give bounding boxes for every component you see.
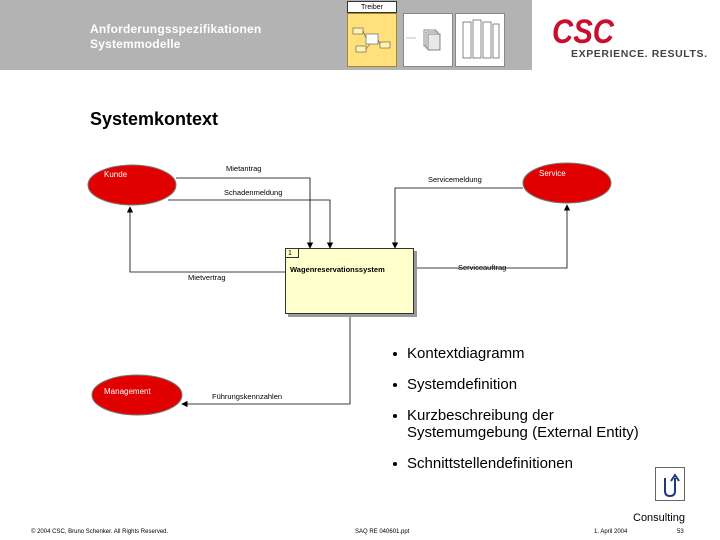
bullet-item: Systemdefinition xyxy=(393,376,639,393)
return-button[interactable] xyxy=(655,467,685,501)
flow-label-fuehrungskennzahlen: Führungskennzahlen xyxy=(212,392,283,401)
flow-label-schadenmeldung: Schadenmeldung xyxy=(224,188,283,197)
flow-servicemeldung xyxy=(391,187,523,249)
consulting-label: Consulting xyxy=(633,512,685,524)
binders-icon xyxy=(462,19,500,59)
footer-page-number: 53 xyxy=(677,529,684,535)
flow-fuehrungskennzahlen xyxy=(181,314,351,408)
actor-service-label: Service xyxy=(539,169,566,178)
header-title-line-1: Anforderungsspezifikationen xyxy=(90,22,262,36)
system-number: 1 xyxy=(285,248,299,258)
flow-schadenmeldung xyxy=(168,199,334,249)
flow-label-mietvertrag: Mietvertrag xyxy=(188,273,226,282)
system-name: Wagenreservationssystem xyxy=(290,265,385,274)
nav-thumbnail-3[interactable] xyxy=(455,13,505,67)
footer-date: 1. April 2004 xyxy=(594,529,628,535)
actor-kunde-ellipse xyxy=(87,164,177,206)
document-stack-icon xyxy=(406,29,441,51)
actor-kunde-label: Kunde xyxy=(104,170,128,179)
page-title: Systemkontext xyxy=(90,109,219,129)
header-title-line-2: Systemmodelle xyxy=(90,37,181,51)
nav-thumbnail-current[interactable] xyxy=(347,13,397,67)
actor-service-ellipse xyxy=(522,162,612,204)
flow-label-mietantrag: Mietantrag xyxy=(226,164,262,173)
csc-logo-icon: CSC xyxy=(552,13,614,51)
brand-slogan: EXPERIENCE. RESULTS. xyxy=(571,48,708,60)
bullet-dot-icon xyxy=(393,462,397,466)
flow-serviceauftrag xyxy=(414,204,571,269)
bullet-item: Schnittstellendefinitionen xyxy=(393,455,639,472)
system-box: 1 Wagenreservationssystem xyxy=(285,248,414,314)
bullet-dot-icon xyxy=(393,383,397,387)
csc-logo: CSC xyxy=(552,13,702,51)
actor-management-ellipse xyxy=(91,374,183,416)
footer-document: SAQ RE 040601.ppt xyxy=(355,529,410,535)
footer-copyright: © 2004 CSC, Bruno Schenker. All Rights R… xyxy=(31,529,169,535)
diagram-thumbnail-icon xyxy=(352,27,391,53)
flow-mietvertrag xyxy=(126,206,285,273)
nav-thumbnail-2[interactable] xyxy=(403,13,453,67)
flow-mietantrag xyxy=(176,177,314,249)
treiber-label[interactable]: Treiber xyxy=(347,1,397,13)
logo-area xyxy=(532,0,720,70)
bullet-list: Kontextdiagramm Systemdefinition Kurzbes… xyxy=(393,345,639,486)
bullet-item: Kontextdiagramm xyxy=(393,345,639,362)
flow-label-servicemeldung: Servicemeldung xyxy=(428,175,482,184)
actor-management-label: Management xyxy=(104,387,151,396)
bullet-dot-icon xyxy=(393,352,397,356)
flow-label-serviceauftrag: Serviceauftrag xyxy=(458,263,507,272)
svg-text:CSC: CSC xyxy=(552,16,614,46)
return-arrow-icon xyxy=(664,473,680,498)
bullet-dot-icon xyxy=(393,414,397,418)
